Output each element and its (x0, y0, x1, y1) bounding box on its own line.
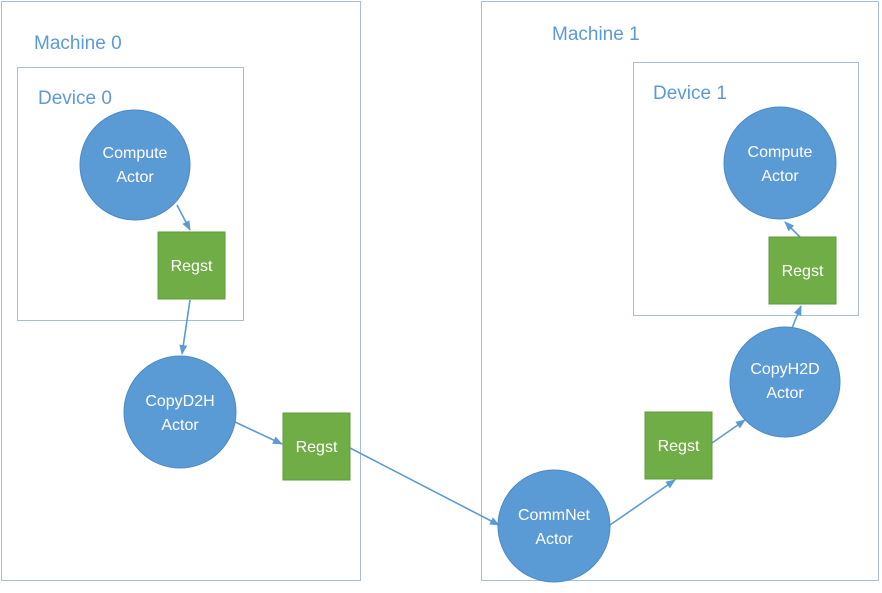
compute-actor-0: Compute Actor (79, 109, 191, 221)
regst-machine-1-box (644, 411, 713, 480)
device-1-label: Device 1 (653, 83, 727, 104)
regst-device-0-box (157, 231, 226, 300)
arrow-regst-to-commnet (349, 447, 500, 526)
regst-device-0: Regst (157, 231, 226, 300)
compute-actor-0-line2: Actor (116, 169, 154, 186)
copyd2h-actor: CopyD2H Actor (123, 355, 237, 469)
regst-machine-0: Regst (282, 412, 351, 481)
copyd2h-actor-circle (123, 355, 237, 469)
compute-actor-1-line1: Compute (748, 144, 813, 161)
regst-machine-0-box (282, 412, 351, 481)
copyd2h-actor-line2: Actor (161, 417, 199, 434)
arrow-regst-to-compute1 (784, 221, 801, 238)
arrow-regst-to-copyh2d (711, 419, 746, 444)
commnet-actor-line2: Actor (535, 531, 573, 548)
arrow-regst-to-copyd2h (179, 299, 191, 355)
copyd2h-actor-line1: CopyD2H (145, 393, 214, 410)
regst-machine-0-label: Regst (296, 439, 338, 456)
copyh2d-actor-line2: Actor (766, 385, 804, 402)
arrow-compute0-to-regst (176, 204, 191, 231)
copyh2d-actor-line1: CopyH2D (750, 361, 819, 378)
machine-0-label: Machine 0 (34, 33, 122, 54)
copyh2d-actor: CopyH2D Actor (729, 326, 841, 438)
regst-device-1-label: Regst (782, 263, 824, 280)
regst-device-0-label: Regst (171, 258, 213, 275)
compute-actor-1-line2: Actor (761, 168, 799, 185)
regst-machine-1: Regst (644, 411, 713, 480)
commnet-actor-circle (497, 469, 611, 583)
regst-device-1-box (768, 236, 837, 305)
compute-actor-0-circle (79, 109, 191, 221)
device-0-label: Device 0 (38, 88, 112, 109)
arrow-commnet-to-regst (609, 479, 676, 526)
compute-actor-0-line1: Compute (103, 145, 168, 162)
commnet-actor-line1: CommNet (518, 507, 591, 524)
machine-1-label: Machine 1 (552, 24, 640, 45)
copyh2d-actor-circle (729, 326, 841, 438)
commnet-actor: CommNet Actor (497, 469, 611, 583)
regst-device-1: Regst (768, 236, 837, 305)
arrow-copyd2h-to-regst (234, 421, 283, 445)
compute-actor-1: Compute Actor (723, 106, 837, 220)
compute-actor-1-circle (723, 106, 837, 220)
regst-machine-1-label: Regst (658, 438, 700, 455)
